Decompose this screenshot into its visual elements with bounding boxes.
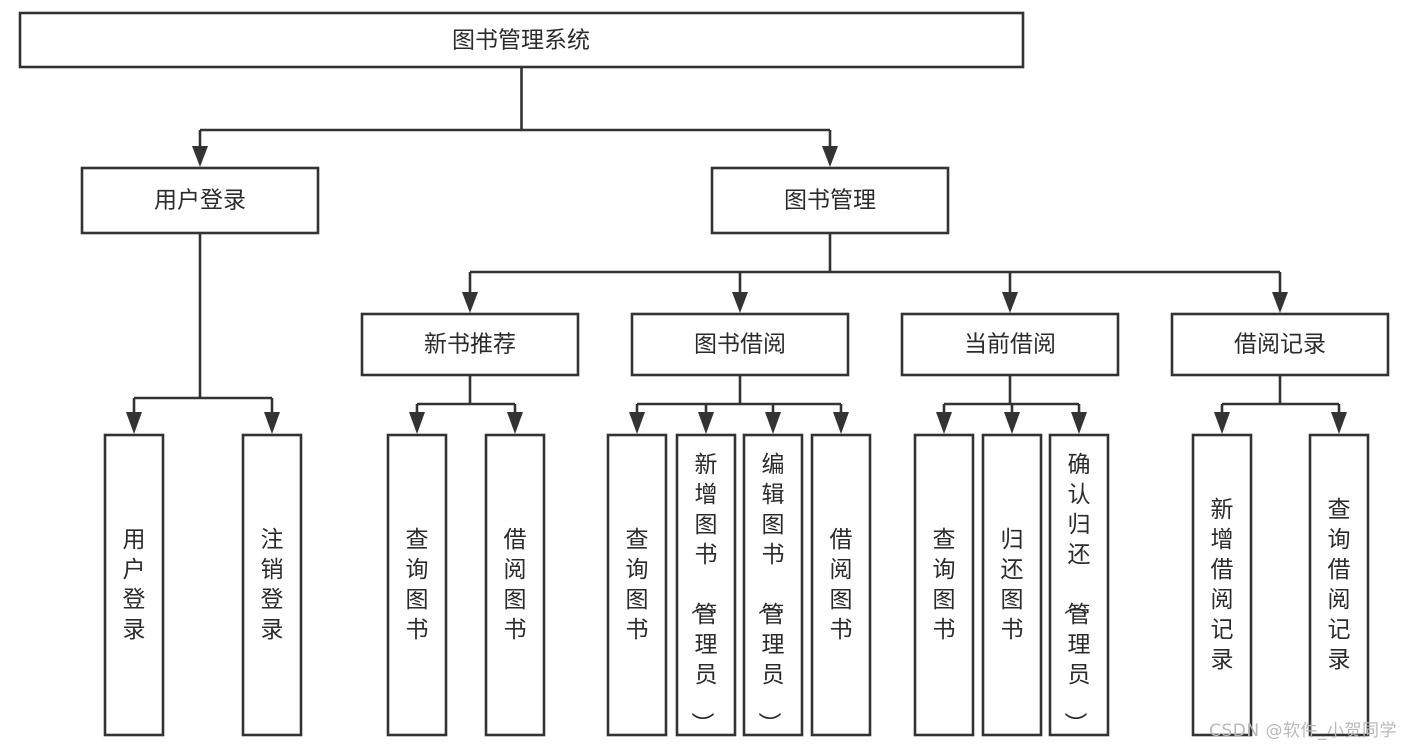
leaf-node-label-l-borrow-book-1: 借阅图书 (504, 527, 527, 643)
arrow-head-l-add-book (698, 412, 714, 434)
leaf-node-label-l-add-record: 新增借阅记录 (1211, 497, 1234, 673)
leaf-node-l-edit-book[interactable]: 编辑图书（管理员） (742, 433, 804, 737)
arrow-head-book-manage (822, 146, 838, 167)
leaf-node-label-l-query-book-2: 查询图书 (626, 527, 649, 643)
node-book-manage[interactable]: 图书管理 (710, 166, 950, 235)
node-current-borrow[interactable]: 当前借阅 (900, 312, 1120, 377)
leaf-node-box-l-query-book-2[interactable] (606, 433, 668, 737)
leaf-node-l-user-login[interactable]: 用户登录 (103, 433, 165, 737)
arrow-head-l-logout (264, 412, 280, 434)
leaf-node-label-l-logout: 注销登录 (261, 527, 284, 643)
node-root[interactable]: 图书管理系统 (18, 11, 1025, 69)
leaf-node-label-l-query-book-3: 查询图书 (933, 527, 956, 643)
arrow-head-new-book-rec (462, 292, 478, 313)
node-book-borrow-label: 图书借阅 (694, 332, 786, 358)
arrow-head-borrow-record (1272, 292, 1288, 313)
node-layer: 图书管理系统 用户登录 图书管理 新书推荐 图书借阅 当前借阅 借阅记录 (18, 11, 1390, 377)
leaf-node-label-l-query-record: 查询借阅记录 (1328, 497, 1351, 673)
node-borrow-record[interactable]: 借阅记录 (1170, 312, 1390, 377)
node-book-borrow-box[interactable] (630, 312, 850, 377)
leaf-node-l-add-book[interactable]: 新增图书（管理员） (675, 433, 737, 737)
arrow-head-l-query-record (1331, 412, 1347, 434)
arrow-head-l-add-record (1214, 412, 1230, 434)
arrow-head-book-borrow (732, 292, 748, 313)
node-current-borrow-label: 当前借阅 (964, 332, 1056, 358)
leaf-node-label-l-return-book: 归还图书 (1001, 527, 1024, 643)
arrow-head-l-user-login (126, 412, 142, 434)
leaf-node-l-query-book-2[interactable]: 查询图书 (606, 433, 668, 737)
leaf-node-box-l-borrow-book-1[interactable] (484, 433, 546, 737)
node-user-login-label: 用户登录 (154, 188, 246, 214)
arrow-head-l-query-book-3 (936, 412, 952, 434)
leaf-node-box-l-add-book[interactable] (675, 433, 737, 737)
leaf-node-l-logout[interactable]: 注销登录 (241, 433, 303, 737)
arrow-head-l-query-book-2 (629, 412, 645, 434)
leaf-node-box-l-logout[interactable] (241, 433, 303, 737)
leaf-node-label-l-add-book: 新增图书（管理员） (689, 452, 718, 735)
node-new-book-rec[interactable]: 新书推荐 (360, 312, 580, 377)
arrow-head-user-login (192, 146, 208, 167)
node-root-box[interactable] (18, 11, 1025, 69)
node-current-borrow-box[interactable] (900, 312, 1120, 377)
arrow-head-l-return-book (1004, 412, 1020, 434)
leaf-node-layer: 用户登录 注销登录 查询图书 借阅图书 查询图书 新增图书（管理员） 编辑图书（管理员） 借阅… (103, 433, 1370, 737)
node-user-login[interactable]: 用户登录 (80, 166, 320, 235)
leaf-node-label-l-query-book-1: 查询图书 (406, 527, 429, 643)
leaf-node-box-l-return-book[interactable] (981, 433, 1043, 737)
arrow-head-l-borrow-book-1 (507, 412, 523, 434)
node-book-manage-label: 图书管理 (784, 188, 876, 214)
arrow-head-l-edit-book (765, 412, 781, 434)
leaf-node-box-l-add-record[interactable] (1191, 433, 1253, 737)
arrow-head-current-borrow (1002, 292, 1018, 313)
leaf-node-box-l-query-record[interactable] (1308, 433, 1370, 737)
leaf-node-box-l-query-book-1[interactable] (386, 433, 448, 737)
leaf-node-box-l-confirm-return[interactable] (1048, 433, 1110, 737)
leaf-node-l-query-book-1[interactable]: 查询图书 (386, 433, 448, 737)
leaf-node-label-l-confirm-return: 确认归还（管理员） (1062, 452, 1091, 735)
connector-layer (126, 67, 1347, 434)
leaf-node-box-l-edit-book[interactable] (742, 433, 804, 737)
node-new-book-rec-label: 新书推荐 (424, 332, 516, 358)
leaf-node-l-query-book-3[interactable]: 查询图书 (913, 433, 975, 737)
leaf-node-l-confirm-return[interactable]: 确认归还（管理员） (1048, 433, 1110, 737)
node-new-book-rec-box[interactable] (360, 312, 580, 377)
leaf-node-box-l-query-book-3[interactable] (913, 433, 975, 737)
node-borrow-record-label: 借阅记录 (1234, 332, 1326, 358)
node-book-borrow[interactable]: 图书借阅 (630, 312, 850, 377)
node-user-login-box[interactable] (80, 166, 320, 235)
arrow-head-l-borrow-book-2 (833, 412, 849, 434)
leaf-node-l-borrow-book-2[interactable]: 借阅图书 (810, 433, 872, 737)
node-borrow-record-box[interactable] (1170, 312, 1390, 377)
leaf-node-l-query-record[interactable]: 查询借阅记录 (1308, 433, 1370, 737)
leaf-node-l-add-record[interactable]: 新增借阅记录 (1191, 433, 1253, 737)
leaf-node-label-l-user-login: 用户登录 (123, 527, 146, 643)
leaf-node-label-l-edit-book: 编辑图书（管理员） (756, 452, 785, 735)
arrow-head-l-confirm-return (1071, 412, 1087, 434)
arrow-head-l-query-book-1 (409, 412, 425, 434)
leaf-node-box-l-user-login[interactable] (103, 433, 165, 737)
leaf-node-l-return-book[interactable]: 归还图书 (981, 433, 1043, 737)
leaf-node-l-borrow-book-1[interactable]: 借阅图书 (484, 433, 546, 737)
node-book-manage-box[interactable] (710, 166, 950, 235)
leaf-node-box-l-borrow-book-2[interactable] (810, 433, 872, 737)
node-root-label: 图书管理系统 (452, 28, 590, 54)
leaf-node-label-l-borrow-book-2: 借阅图书 (830, 527, 853, 643)
